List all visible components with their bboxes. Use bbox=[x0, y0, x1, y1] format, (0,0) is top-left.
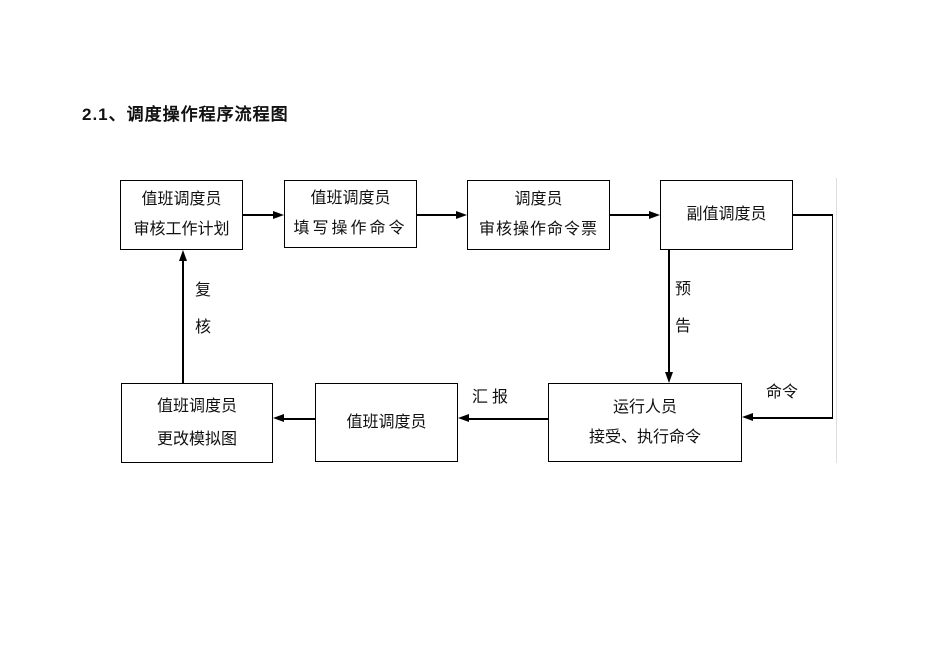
node-line: 接受、执行命令 bbox=[588, 428, 701, 446]
arrowhead-left-icon bbox=[458, 414, 469, 422]
node-line: 副值调度员 bbox=[686, 206, 767, 223]
arrowhead-left-icon bbox=[273, 414, 284, 422]
edge-recheck-line bbox=[182, 260, 184, 383]
node-operators-execute: 运行人员 接受、执行命令 bbox=[548, 383, 742, 462]
edge-label-char: 预 bbox=[675, 281, 692, 298]
node-line: 值班调度员 bbox=[141, 191, 222, 208]
node-line: 审核工作计划 bbox=[133, 221, 230, 238]
node-update-mimic-diagram: 值班调度员 更改模拟图 bbox=[121, 383, 273, 463]
node-line: 值班调度员 bbox=[346, 413, 427, 431]
arrowhead-left-icon bbox=[742, 413, 753, 421]
edge-fill-to-review-line bbox=[417, 214, 457, 216]
arrowhead-right-icon bbox=[649, 210, 660, 219]
edge-report-line bbox=[469, 418, 548, 420]
edge-review-to-deputy-line bbox=[610, 214, 650, 216]
arrowhead-up-icon bbox=[179, 250, 187, 261]
arrowhead-right-icon bbox=[456, 210, 467, 219]
edge-command-vertical-line bbox=[831, 214, 833, 418]
diagram-title: 2.1、调度操作程序流程图 bbox=[82, 105, 289, 124]
edge-label-char: 核 bbox=[195, 319, 212, 336]
node-line: 值班调度员 bbox=[310, 190, 391, 207]
edge-label-report: 汇 报 bbox=[472, 389, 509, 406]
edge-dispatcher-to-mimic-line bbox=[284, 418, 315, 420]
edge-label-char: 告 bbox=[675, 318, 692, 335]
edge-label-command: 命令 bbox=[766, 384, 799, 401]
edge-label-recheck: 复 核 bbox=[195, 283, 211, 336]
edge-label-notice: 预 告 bbox=[675, 282, 691, 335]
arrowhead-down-icon bbox=[665, 372, 673, 383]
node-review-order-ticket: 调度员 审核操作命令票 bbox=[467, 180, 610, 250]
node-line: 值班调度员 bbox=[156, 397, 237, 415]
node-line: 更改模拟图 bbox=[156, 430, 237, 448]
node-line: 运行人员 bbox=[612, 398, 677, 416]
edge-notice-line bbox=[668, 250, 670, 373]
node-fill-operation-order: 值班调度员 填写操作命令 bbox=[284, 180, 417, 248]
canvas-edge-line bbox=[836, 178, 837, 463]
node-line: 调度员 bbox=[514, 191, 563, 208]
edge-plan-to-fill-line bbox=[243, 214, 274, 216]
node-line: 填写操作命令 bbox=[293, 220, 408, 237]
node-duty-dispatcher: 值班调度员 bbox=[315, 383, 458, 462]
node-deputy-dispatcher: 副值调度员 bbox=[660, 180, 793, 250]
node-line: 审核操作命令票 bbox=[478, 221, 598, 238]
arrowhead-right-icon bbox=[273, 210, 284, 219]
edge-command-bottom-line bbox=[752, 417, 833, 419]
edge-command-top-line bbox=[793, 214, 833, 216]
node-review-work-plan: 值班调度员 审核工作计划 bbox=[120, 180, 243, 250]
edge-label-char: 复 bbox=[195, 282, 212, 299]
